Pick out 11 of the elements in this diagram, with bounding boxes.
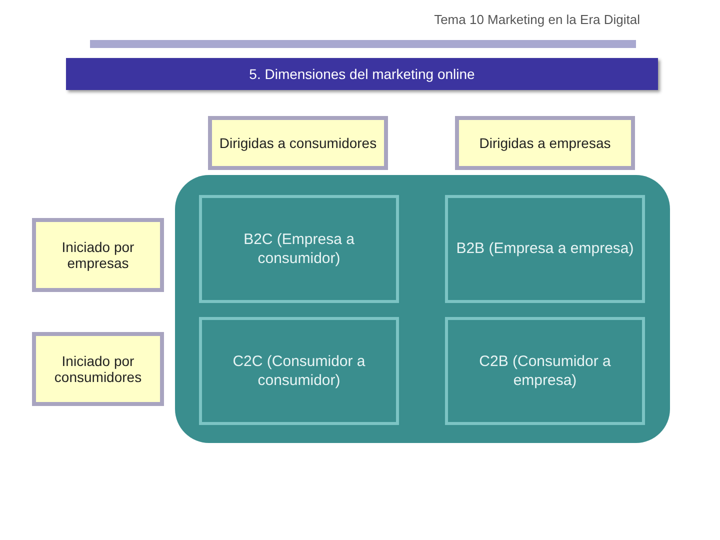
title-bar: 5. Dimensiones del marketing online <box>66 58 658 90</box>
header-box: Dirigidas a consumidores <box>208 116 388 170</box>
quadrant-box: C2C (Consumidor a consumidor) <box>199 317 399 425</box>
header-box: Iniciado por consumidores <box>32 332 164 406</box>
header-text: Tema 10 Marketing en la Era Digital <box>433 12 640 29</box>
rounded-panel <box>175 175 670 443</box>
quadrant-box: C2B (Consumidor a empresa) <box>445 317 645 425</box>
header-box: Iniciado por empresas <box>32 218 164 292</box>
quadrant-box: B2B (Empresa a empresa) <box>445 195 645 303</box>
quadrant-box: B2C (Empresa a consumidor) <box>199 195 399 303</box>
header-box: Dirigidas a empresas <box>455 116 635 170</box>
